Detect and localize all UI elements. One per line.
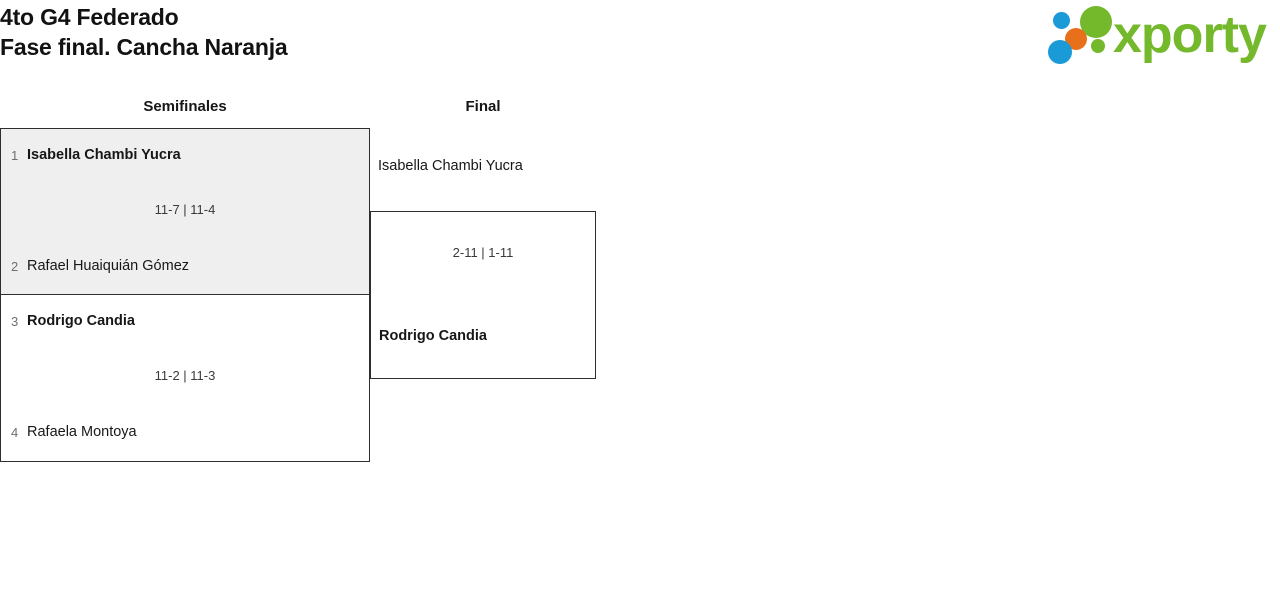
match-semifinal-2[interactable]: 3 Rodrigo Candia 11-2 | 11-3 4 Rafaela M…	[0, 294, 370, 462]
match-competitor-top[interactable]: 3 Rodrigo Candia	[1, 313, 369, 329]
match-competitor-bottom[interactable]: 4 Rafaela Montoya	[1, 424, 369, 440]
match-competitor-top[interactable]: 1 Isabella Chambi Yucra	[1, 147, 369, 163]
tournament-header: 4to G4 Federado Fase final. Cancha Naran…	[0, 0, 1280, 78]
match-final[interactable]: 2-11 | 1-11 Rodrigo Candia	[370, 211, 596, 379]
round-header-final: Final	[465, 98, 501, 115]
seed-number: 4	[11, 424, 19, 440]
logo-dot-green-small-icon	[1091, 39, 1105, 53]
tournament-name: 4to G4 Federado	[0, 4, 179, 30]
logo-dot-blue-large-icon	[1048, 40, 1072, 64]
player-name: Isabella Chambi Yucra	[27, 147, 181, 163]
round-header-semifinals: Semifinales	[143, 98, 227, 115]
logo-dot-orange-icon	[1065, 28, 1087, 50]
logo-wordmark: xporty	[1113, 6, 1267, 64]
seed-number: 1	[11, 147, 19, 163]
seed-number: 2	[11, 258, 19, 274]
match-score: 11-7 | 11-4	[154, 202, 216, 217]
match-score: 2-11 | 1-11	[452, 245, 514, 260]
match-score: 11-2 | 11-3	[154, 368, 216, 383]
page-title: 4to G4 Federado Fase final. Cancha Naran…	[0, 2, 288, 62]
tournament-phase: Fase final. Cancha Naranja	[0, 34, 288, 60]
match-semifinal-1[interactable]: 1 Isabella Chambi Yucra 11-7 | 11-4 2 Ra…	[0, 128, 370, 295]
seed-number: 3	[11, 313, 19, 329]
final-competitor-top[interactable]: Isabella Chambi Yucra	[378, 158, 523, 174]
match-competitor-bottom[interactable]: 2 Rafael Huaiquián Gómez	[1, 258, 369, 274]
xporty-logo: xporty	[1047, 4, 1272, 72]
logo-dot-blue-small-icon	[1053, 12, 1070, 29]
player-name: Rodrigo Candia	[27, 313, 135, 329]
final-competitor-bottom[interactable]: Rodrigo Candia	[379, 328, 487, 344]
player-name: Rafaela Montoya	[27, 424, 137, 440]
player-name: Rafael Huaiquián Gómez	[27, 258, 190, 274]
